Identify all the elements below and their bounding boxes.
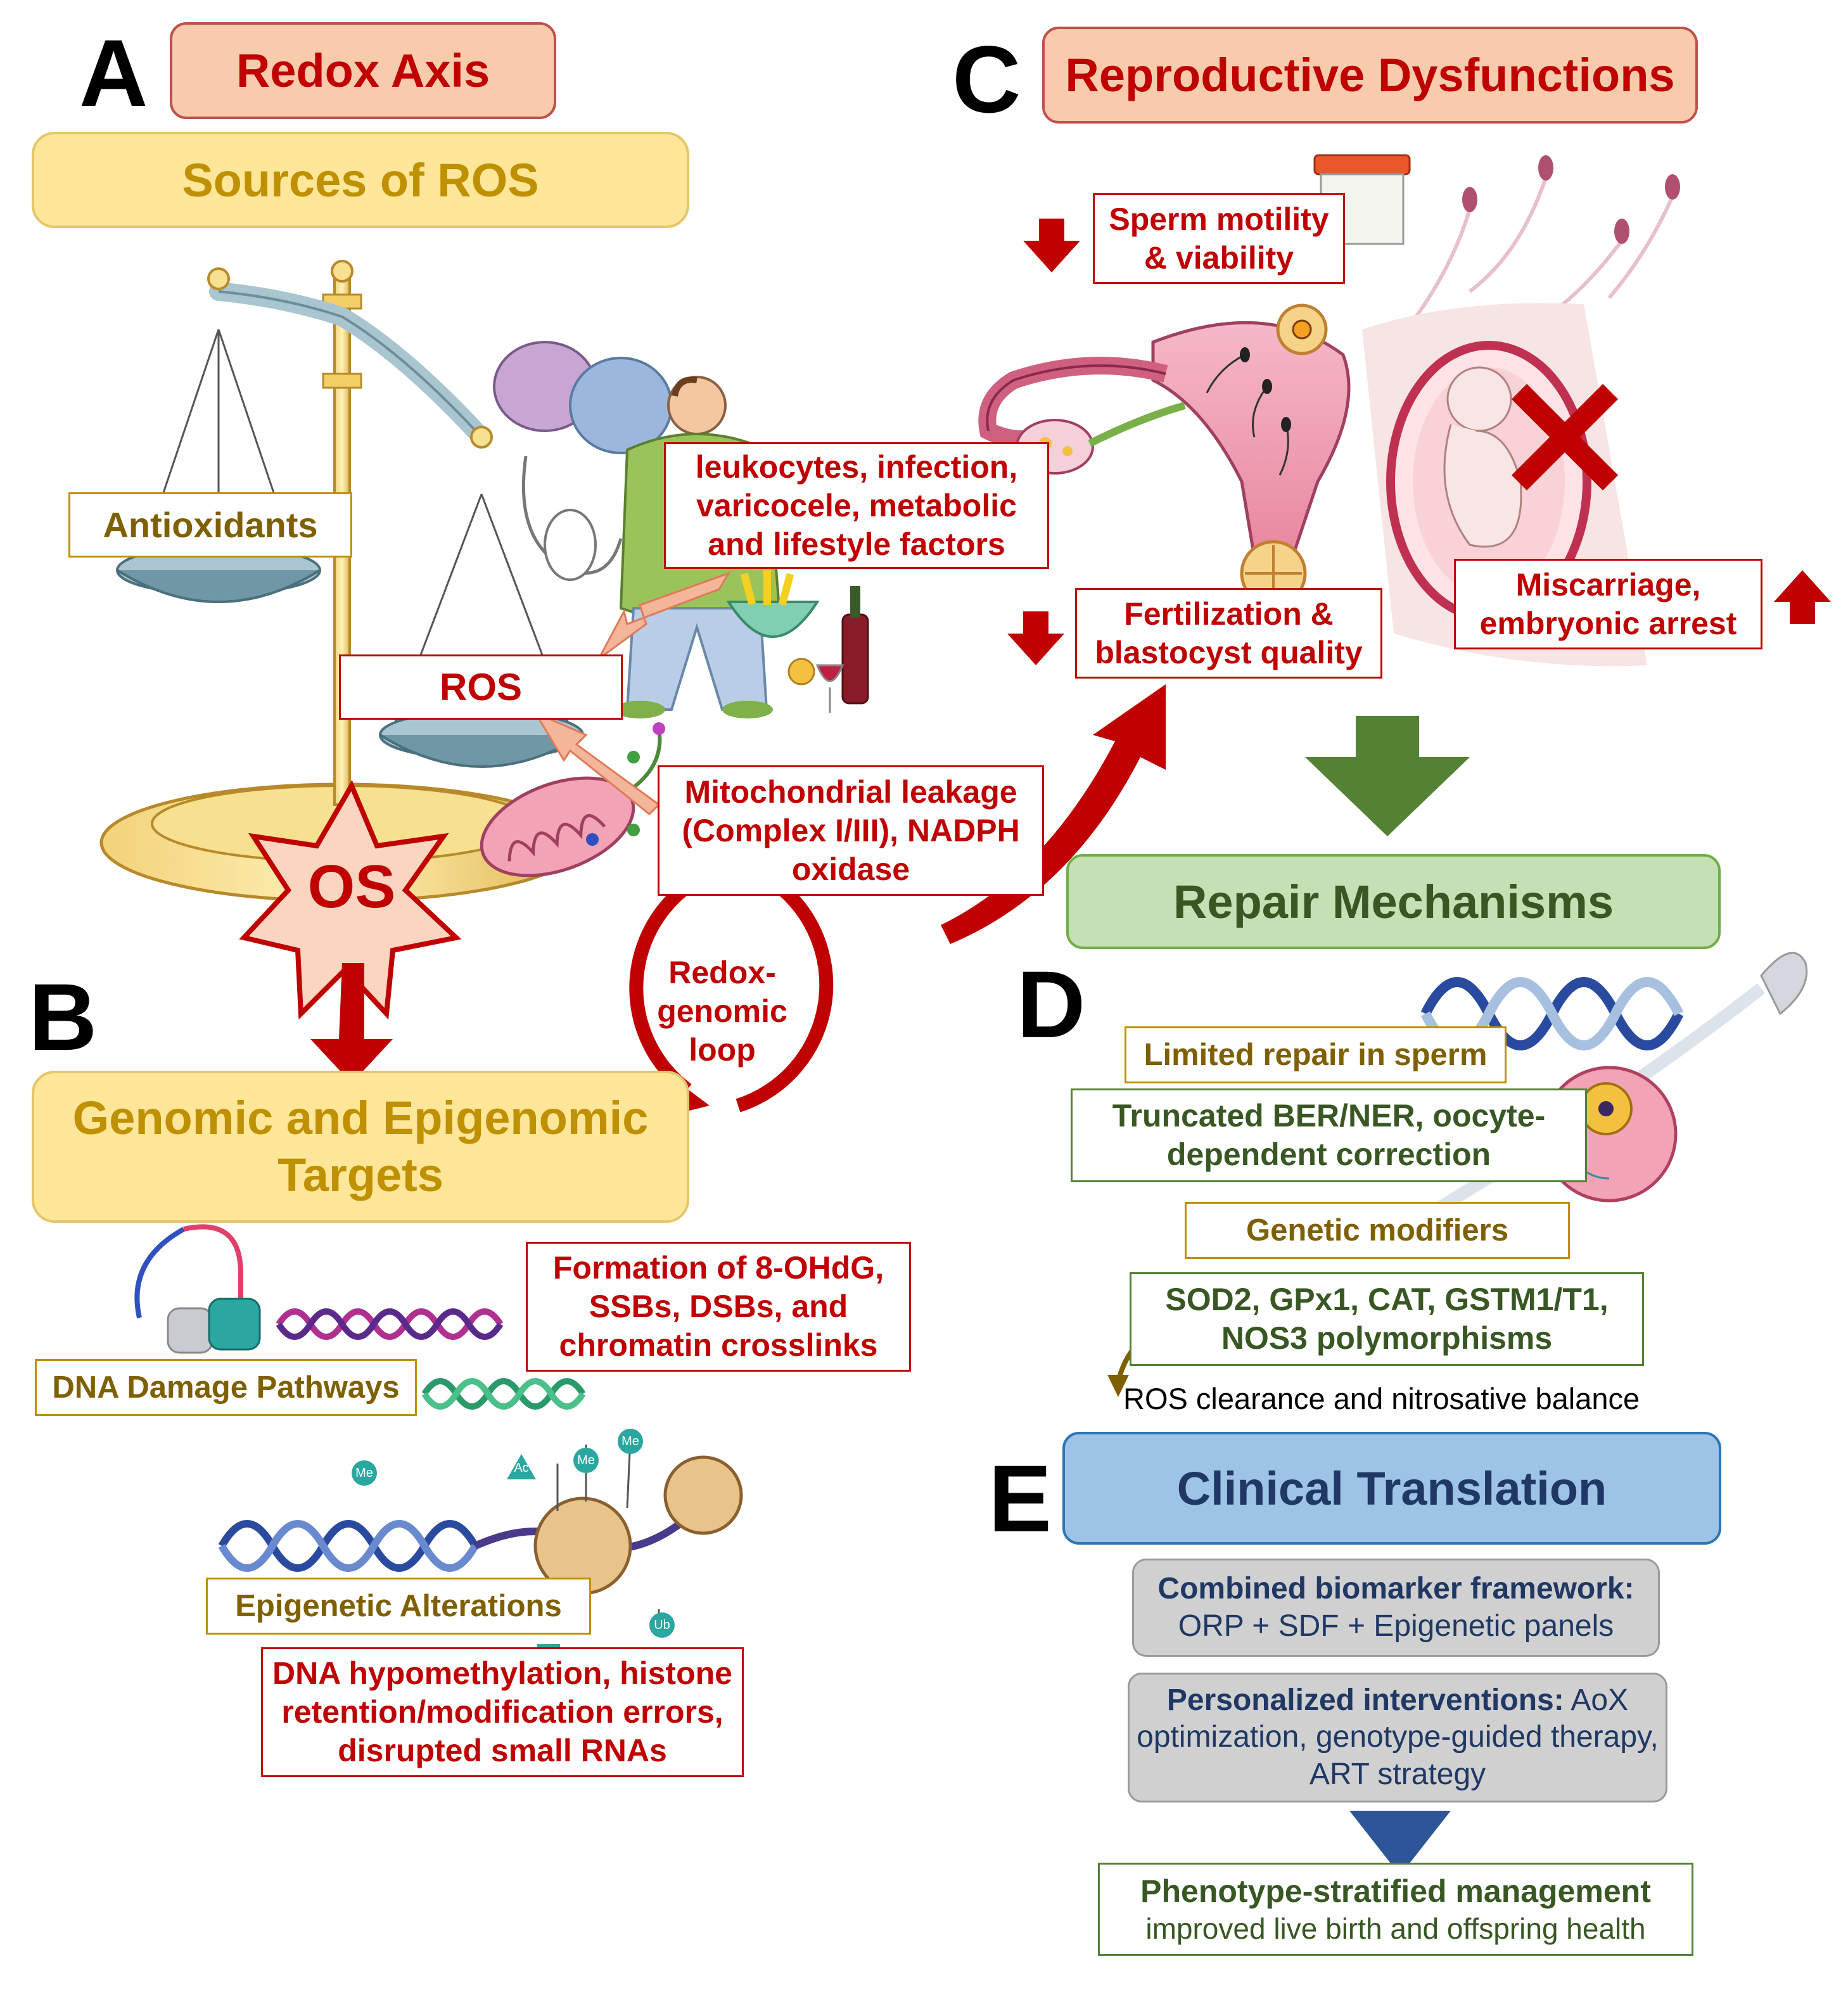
sources-of-ros-title: Sources of ROS	[32, 132, 689, 228]
pheno-bold-text: Phenotype-stratified management	[1140, 1873, 1651, 1909]
loop-line-1: Redox-	[668, 955, 776, 990]
fert-line-2: blastocyst quality	[1095, 634, 1363, 670]
genetic-modifiers-label: Genetic modifiers	[1185, 1202, 1570, 1259]
epigenetic-alterations-label: Epigenetic Alterations	[206, 1578, 591, 1635]
damage-line-3: chromatin crosslinks	[559, 1327, 878, 1363]
miscarriage-label: Miscarriage, embryonic arrest	[1454, 559, 1762, 649]
epigenetic-illustration	[218, 1438, 743, 1622]
sperm-motility-label: Sperm motility & viability	[1093, 193, 1345, 284]
mitochondrion-illustration	[480, 722, 665, 877]
down-arrow-fertilization	[1007, 611, 1064, 665]
dna-damage-description: Formation of 8-OHdG, SSBs, DSBs, and chr…	[526, 1242, 911, 1372]
fertilization-label: Fertilization & blastocyst quality	[1075, 588, 1382, 679]
limited-repair-label: Limited repair in sperm	[1125, 1026, 1507, 1083]
misc-line-2: embryonic arrest	[1479, 605, 1737, 641]
mitochondrial-leakage-label: Mitochondrial leakage (Complex I/III), N…	[658, 765, 1044, 896]
blue-down-arrow	[1349, 1811, 1451, 1875]
arrow-redox-to-dysfunction	[941, 684, 1166, 944]
arrow-mito-to-ros	[533, 710, 661, 816]
panel-letter-a: A	[79, 20, 148, 126]
up-arrow-miscarriage	[1774, 570, 1831, 624]
reproductive-dysfunctions-title: Reproductive Dysfunctions	[1042, 27, 1698, 124]
methyl-mark: Me	[573, 1448, 599, 1473]
panel-letter-c: C	[952, 26, 1021, 132]
fert-line-1: Fertilization &	[1124, 596, 1334, 632]
phenotype-management-box: Phenotype-stratified management improved…	[1098, 1863, 1693, 1956]
genomic-epigenomic-targets-title: Genomic and Epigenomic Targets	[32, 1071, 689, 1223]
personal-rest-3: ART strategy	[1309, 1757, 1486, 1791]
damage-line-1: Formation of 8-OHdG,	[552, 1250, 884, 1286]
ros-clearance-text: ROS clearance and nitrosative balance	[1123, 1382, 1640, 1415]
trunc-line-2: dependent correction	[1166, 1137, 1491, 1172]
panel-letter-e: E	[988, 1445, 1052, 1552]
personal-rest-1: AoX	[1564, 1683, 1629, 1717]
combined-biomarker-box: Combined biomarker framework: ORP + SDF …	[1132, 1559, 1660, 1657]
truncated-ber-ner-label: Truncated BER/NER, oocyte- dependent cor…	[1071, 1088, 1587, 1182]
os-down-arrow	[310, 963, 393, 1083]
clinical-translation-title: Clinical Translation	[1062, 1432, 1721, 1545]
epi-line-2: retention/modification errors,	[281, 1694, 723, 1730]
ubiquitin-mark: Ub	[649, 1612, 675, 1638]
green-down-arrow	[1305, 716, 1470, 836]
genes-line-2: NOS3 polymorphisms	[1221, 1320, 1553, 1356]
trunc-line-1: Truncated BER/NER, oocyte-	[1112, 1098, 1546, 1133]
methyl-mark: Me	[618, 1429, 643, 1454]
damage-line-2: SSBs, DSBs, and	[589, 1289, 848, 1324]
dna-damage-pathways-label: DNA Damage Pathways	[35, 1359, 417, 1416]
personal-rest-2: optimization, genotype-guided therapy,	[1137, 1720, 1659, 1754]
down-arrow-sperm	[1023, 219, 1080, 272]
red-x-mark	[1511, 383, 1619, 491]
genes-line-1: SOD2, GPx1, CAT, GSTM1/T1,	[1165, 1282, 1609, 1317]
personal-line-1: Personalized interventions: AoX	[1167, 1682, 1628, 1719]
epigenetic-description: DNA hypomethylation, histone retention/m…	[261, 1647, 744, 1777]
panel-letter-d: D	[1017, 951, 1086, 1057]
antioxidants-label: Antioxidants	[68, 492, 352, 558]
misc-line-1: Miscarriage,	[1515, 566, 1701, 603]
loop-line-2: genomic loop	[657, 993, 787, 1068]
ros-sources-label: leukocytes, infection, varicocele, metab…	[664, 442, 1049, 569]
mito-line-2: (Complex I/III), NADPH	[682, 812, 1020, 848]
targets-title-line-2: Targets	[277, 1149, 443, 1201]
ros-sources-text: leukocytes, infection, varicocele, metab…	[695, 449, 1018, 562]
combined-rest-text: ORP + SDF + Epigenetic panels	[1178, 1609, 1614, 1643]
targets-title-line-1: Genomic and Epigenomic	[72, 1091, 649, 1144]
panel-letter-b: B	[29, 964, 98, 1070]
sperm-line-2: & viability	[1144, 239, 1294, 276]
mito-line-1: Mitochondrial leakage	[684, 774, 1017, 810]
epi-line-3: disrupted small RNAs	[338, 1733, 667, 1768]
os-label: OS	[307, 853, 396, 921]
methyl-mark: Me	[352, 1460, 377, 1486]
mito-line-3: oxidase	[791, 851, 910, 887]
ros-label: ROS	[339, 654, 623, 720]
redox-axis-title: Redox Axis	[170, 22, 556, 119]
gene-polymorphisms-label: SOD2, GPx1, CAT, GSTM1/T1, NOS3 polymorp…	[1130, 1272, 1644, 1366]
sperm-line-1: Sperm motility	[1109, 201, 1329, 237]
personal-bold-text: Personalized interventions:	[1166, 1683, 1564, 1717]
pheno-rest-text: improved live birth and offspring health	[1145, 1912, 1646, 1945]
epi-line-1: DNA hypomethylation, histone	[272, 1656, 732, 1691]
arrow-sources-to-ros	[597, 571, 731, 660]
dna-damage-illustration	[134, 1224, 586, 1410]
repair-mechanisms-title: Repair Mechanisms	[1066, 854, 1721, 949]
combined-bold-text: Combined biomarker framework:	[1157, 1571, 1635, 1605]
personalized-interventions-box: Personalized interventions: AoX optimiza…	[1128, 1673, 1667, 1802]
redox-genomic-loop-label: Redox- genomic loop	[634, 954, 811, 1069]
